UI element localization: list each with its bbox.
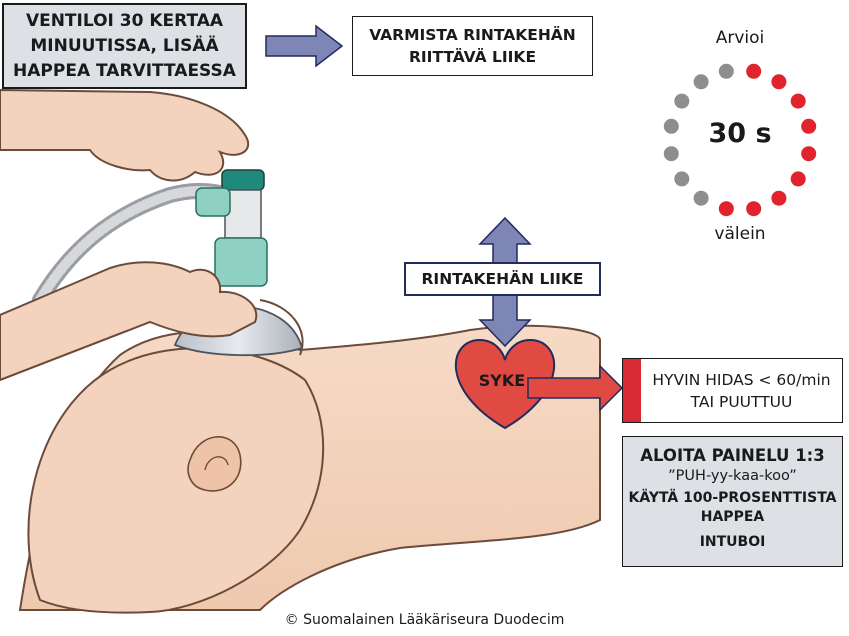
timer-dot-red — [771, 190, 787, 206]
copyright-footer: © Suomalainen Lääkäriseura Duodecim — [284, 612, 565, 628]
chest-motion-label: RINTAKEHÄN LIIKE — [404, 262, 601, 296]
action-intubate: INTUBOI — [699, 534, 766, 550]
action-quote: ”PUH-yy-kaa-koo” — [668, 468, 797, 484]
result-line-2: TAI PUUTTUU — [690, 392, 793, 411]
timer-dot-red — [790, 93, 806, 109]
timer-dot-red — [801, 118, 817, 134]
result-line-1: HYVIN HIDAS < 60/min — [652, 370, 831, 389]
infant-head — [27, 347, 325, 614]
timer-dot-red — [790, 171, 806, 187]
right-arrow-ventiloi — [265, 24, 344, 68]
action-title: ALOITA PAINELU 1:3 — [640, 446, 825, 465]
ventiloi-line-1: VENTILOI 30 KERTAA — [25, 10, 224, 31]
action-oxygen-line-2: HAPPEA — [700, 509, 765, 525]
heart-rate-result-box: HYVIN HIDAS < 60/min TAI PUUTTUU — [622, 358, 843, 423]
timer-dot-grey — [693, 190, 709, 206]
timer-dot-grey — [674, 93, 690, 109]
ventiloi-line-3: HAPPEA TARVITTAESSA — [13, 60, 236, 81]
timer-dot-red — [801, 146, 817, 162]
heart-shape — [454, 338, 556, 430]
action-oxygen-line-1: KÄYTÄ 100-PROSENTTISTA — [628, 490, 837, 506]
timer-value: 30 s — [708, 118, 772, 149]
action-box: ALOITA PAINELU 1:3 ”PUH-yy-kaa-koo” KÄYT… — [622, 436, 843, 567]
timer-label-bottom: välein — [714, 224, 766, 244]
ventilation-instruction-box: VENTILOI 30 KERTAA MINUUTISSA, LISÄÄ HAP… — [2, 3, 247, 89]
timer-dot-ring — [663, 63, 817, 217]
timer-dot-grey — [718, 63, 734, 79]
valve-cap — [221, 169, 265, 191]
timer-dot-grey — [693, 74, 709, 90]
varmista-line-2: RIITTÄVÄ LIIKE — [408, 48, 537, 66]
timer-dot-grey — [663, 118, 679, 134]
timer-dot-grey — [663, 146, 679, 162]
varmista-line-1: VARMISTA RINTAKEHÄN — [369, 26, 576, 44]
lower-hand — [0, 261, 258, 382]
infant-ear — [187, 436, 242, 492]
heart-label: SYKE — [478, 371, 526, 390]
timer-dot-grey — [674, 171, 690, 187]
timer-dot-red — [718, 201, 734, 217]
timer-dot-red — [771, 74, 787, 90]
timer-label-top: Arvioi — [715, 28, 765, 48]
result-accent-bar — [623, 359, 641, 422]
timer-dot-red — [746, 201, 762, 217]
ventiloi-line-2: MINUUTISSA, LISÄÄ — [30, 35, 219, 56]
heart-to-result-arrow — [527, 364, 624, 412]
chest-rise-check-box: VARMISTA RINTAKEHÄN RIITTÄVÄ LIIKE — [352, 16, 593, 76]
timer-dot-red — [746, 63, 762, 79]
upper-hand — [0, 88, 250, 182]
